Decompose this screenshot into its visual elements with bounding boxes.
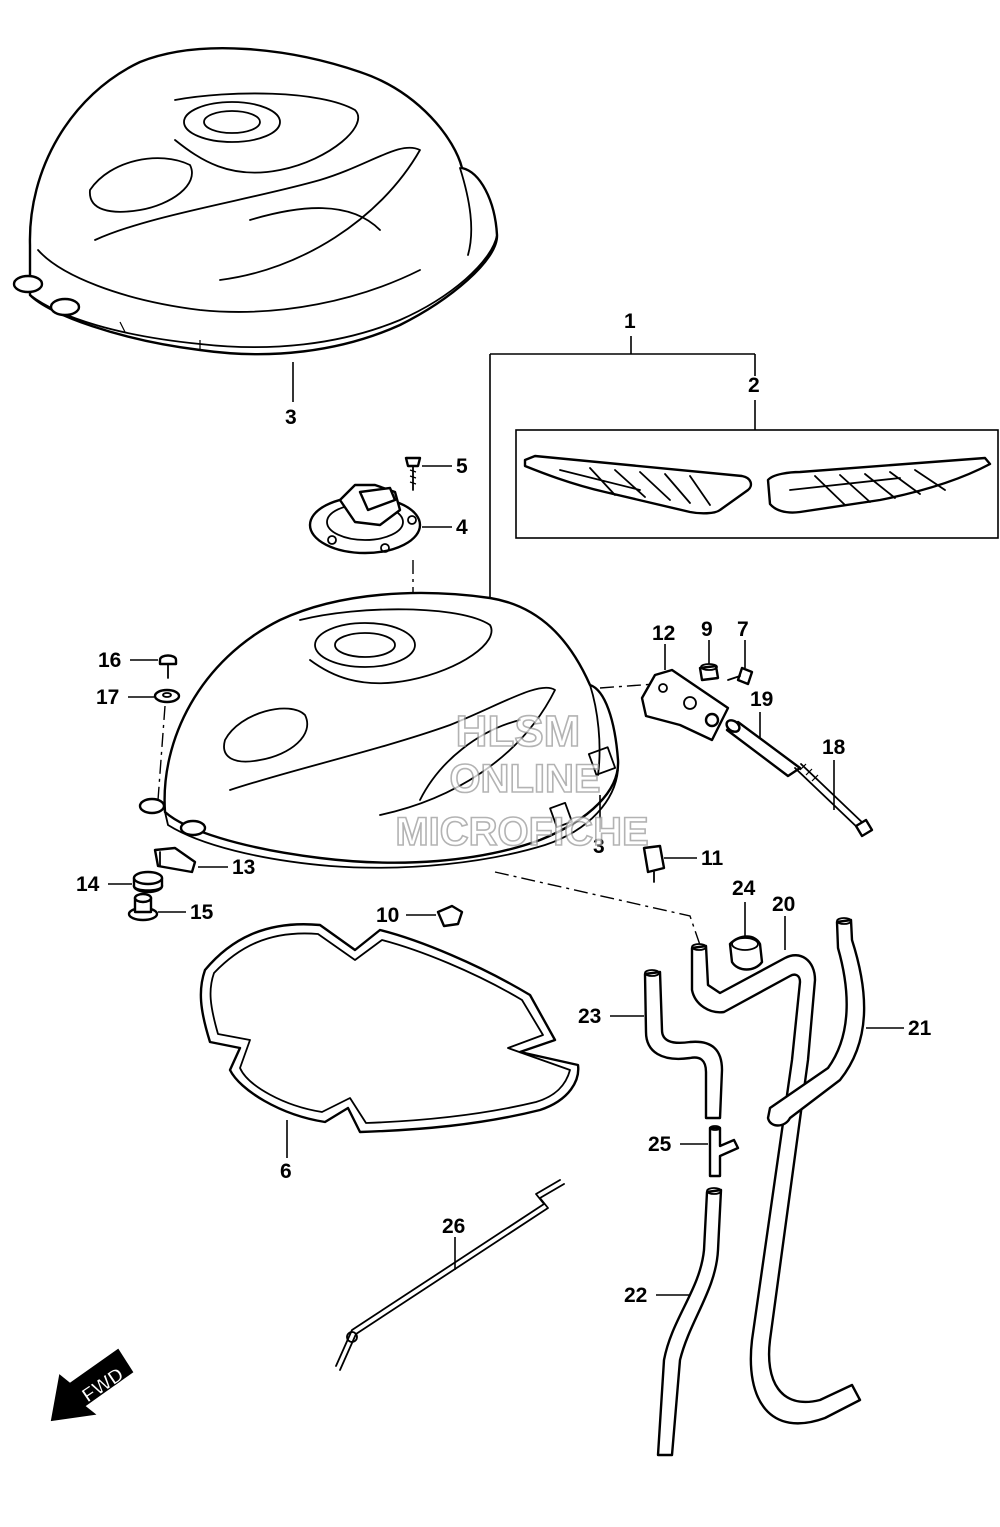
bracket-12 bbox=[640, 668, 730, 742]
screw-7 bbox=[727, 666, 754, 686]
callout-23: 23 bbox=[578, 1005, 601, 1028]
seal-6 bbox=[199, 923, 580, 1134]
callout-12: 12 bbox=[652, 622, 675, 645]
tank-emblems bbox=[523, 454, 992, 515]
callout-3-tank: 3 bbox=[593, 835, 605, 858]
watermark-line2: ONLINE bbox=[449, 757, 600, 801]
watermark-line3: MICROFICHE bbox=[395, 810, 648, 854]
hose-20 bbox=[690, 943, 862, 1425]
callout-9: 9 bbox=[701, 618, 713, 641]
fuel-tank bbox=[138, 591, 620, 869]
cushion-14 bbox=[132, 870, 164, 894]
tee-joint-25 bbox=[708, 1125, 740, 1178]
fuel-cap-4 bbox=[308, 483, 422, 555]
callout-14: 14 bbox=[76, 873, 100, 896]
tank-cover bbox=[12, 47, 499, 356]
cap-24 bbox=[728, 935, 764, 971]
bracket-13 bbox=[153, 846, 197, 874]
screw-5 bbox=[404, 456, 422, 491]
callout-22: 22 bbox=[624, 1284, 647, 1307]
damper-11 bbox=[642, 844, 666, 883]
washer-17 bbox=[153, 688, 181, 704]
callout-1: 1 bbox=[624, 310, 636, 333]
nut-9 bbox=[698, 663, 720, 682]
callout-3-cover: 3 bbox=[285, 406, 297, 429]
callout-6: 6 bbox=[280, 1160, 292, 1183]
center-line-16 bbox=[157, 705, 166, 801]
callout-19: 19 bbox=[750, 688, 773, 711]
callout-20: 20 bbox=[772, 893, 795, 916]
callout-18: 18 bbox=[822, 736, 846, 759]
callout-2: 2 bbox=[748, 374, 760, 397]
watermark: HLSM ONLINE MICROFICHE bbox=[395, 706, 650, 855]
callout-13: 13 bbox=[232, 856, 255, 879]
callout-5: 5 bbox=[456, 455, 468, 478]
callout-17: 17 bbox=[96, 686, 119, 709]
fwd-arrow-icon: FWD bbox=[50, 1348, 134, 1422]
center-line-hose bbox=[494, 871, 701, 946]
collar-19 bbox=[725, 719, 802, 778]
emblem-box bbox=[515, 429, 999, 539]
hose-23 bbox=[643, 969, 724, 1120]
hose-22 bbox=[656, 1187, 723, 1457]
callout-24: 24 bbox=[732, 877, 756, 900]
leader-1-bracket bbox=[489, 336, 756, 600]
rod-26 bbox=[335, 1179, 565, 1371]
callout-16: 16 bbox=[98, 649, 121, 672]
callout-7: 7 bbox=[737, 618, 749, 641]
callout-26: 26 bbox=[442, 1215, 465, 1238]
callout-4: 4 bbox=[456, 516, 468, 539]
callout-15: 15 bbox=[190, 901, 214, 924]
watermark-line1: HLSM bbox=[456, 707, 581, 756]
callout-10: 10 bbox=[376, 904, 399, 927]
clip-10 bbox=[436, 904, 464, 928]
callout-25: 25 bbox=[648, 1133, 672, 1156]
hose-21 bbox=[766, 917, 866, 1127]
callout-21: 21 bbox=[908, 1017, 932, 1040]
collar-15 bbox=[127, 892, 159, 922]
bolt-16 bbox=[158, 654, 178, 679]
center-line-12 bbox=[599, 683, 656, 689]
callout-11: 11 bbox=[701, 847, 724, 870]
